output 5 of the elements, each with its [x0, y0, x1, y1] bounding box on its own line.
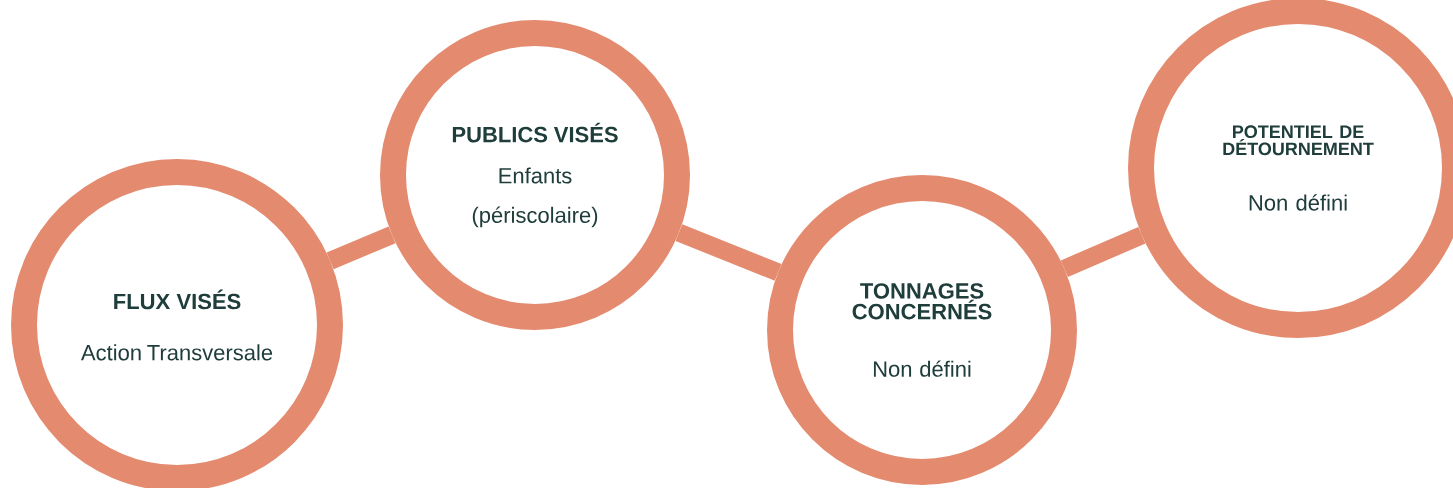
circle-node: TONNAGES CONCERNÉS Non défini: [767, 175, 1077, 485]
connector-line: [675, 224, 782, 281]
circle-node: PUBLICS VISÉS Enfants (périscolaire): [380, 20, 690, 330]
connector-line: [326, 226, 396, 270]
connector-line: [1060, 227, 1146, 277]
